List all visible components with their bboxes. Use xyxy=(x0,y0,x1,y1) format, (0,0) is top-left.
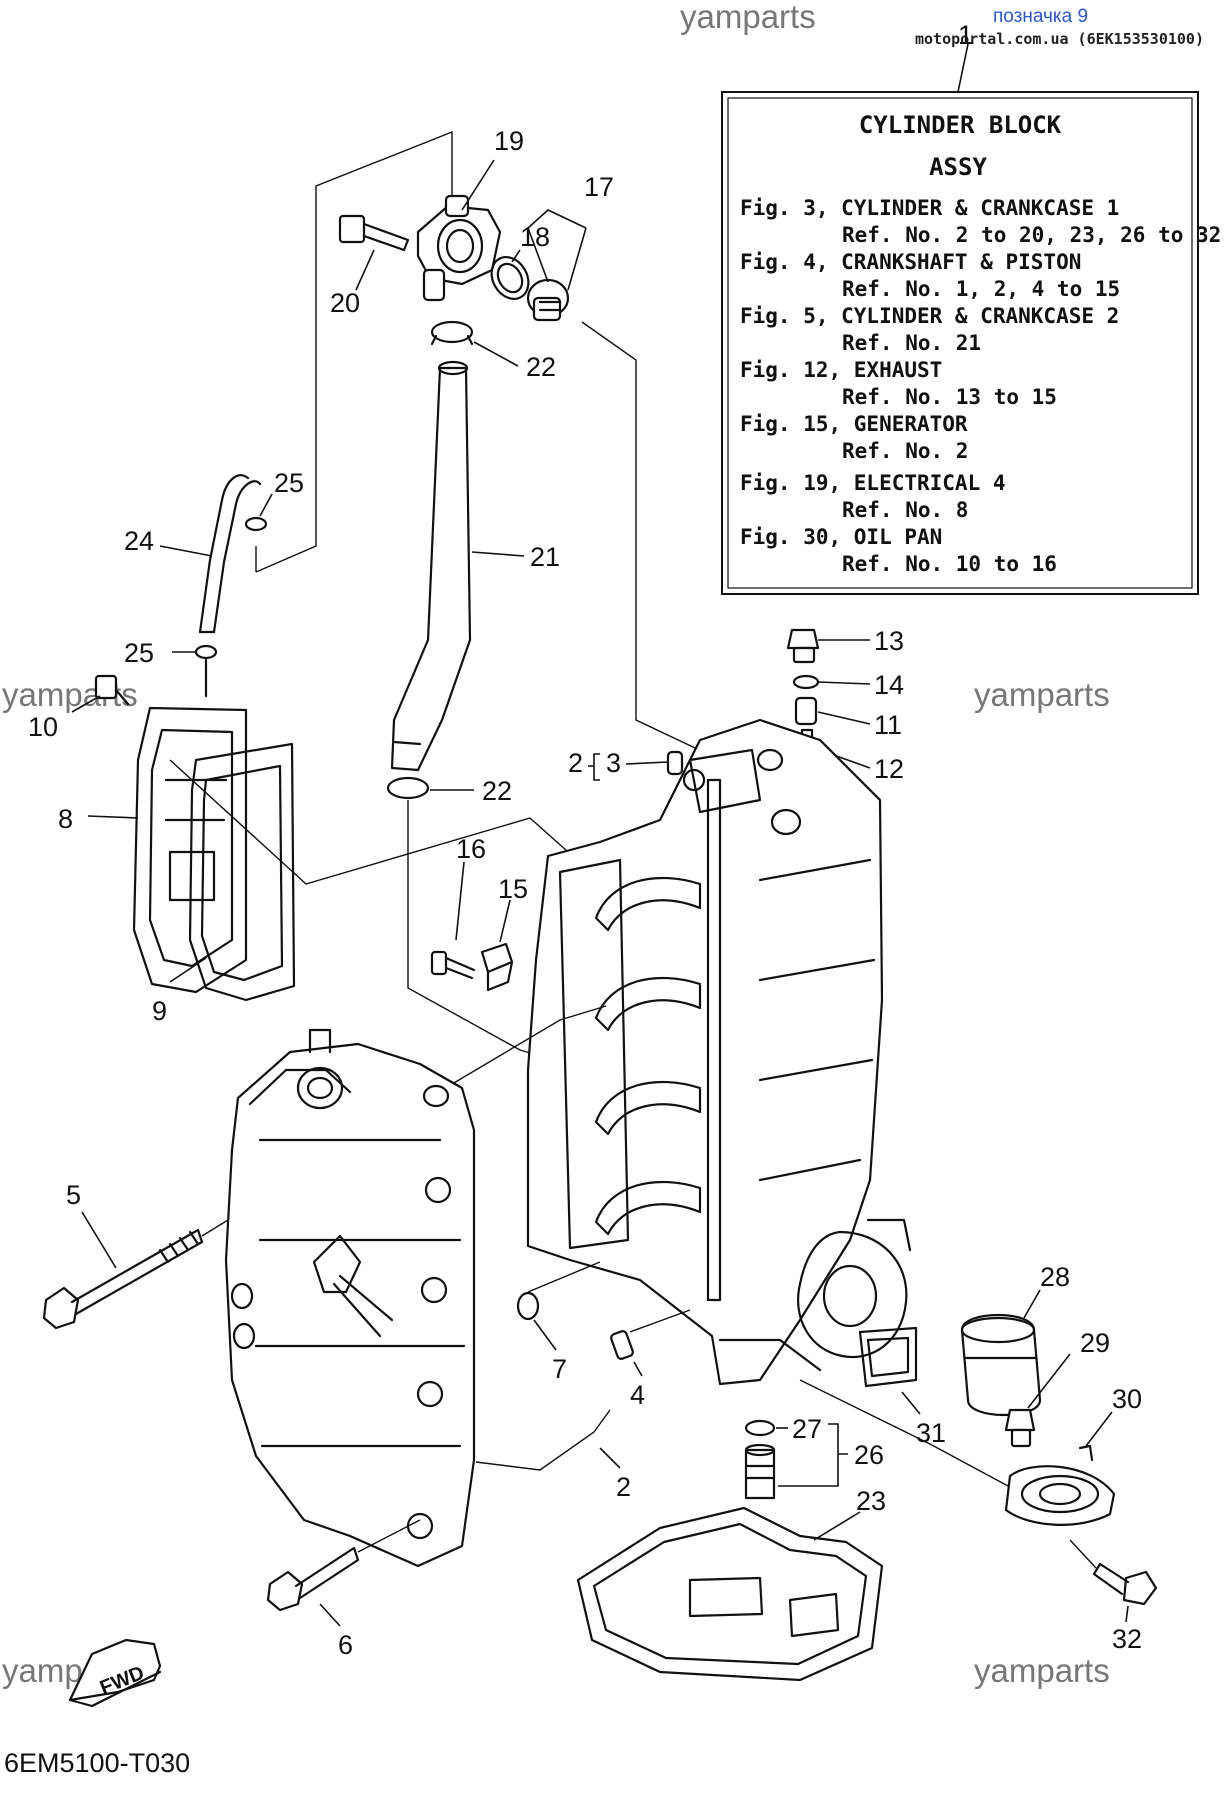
info-line-fig4: Fig. 4, CRANKSHAFT & PISTON xyxy=(740,250,1081,274)
marker-label: позначка 9 xyxy=(993,6,1088,27)
part-20-bolt xyxy=(338,214,410,252)
info-line-ref3: Ref. No. 2 to 20, 23, 26 to 32 xyxy=(842,223,1221,247)
part-25-upper-clip xyxy=(244,516,268,532)
part-28-oil-filter xyxy=(960,1314,1042,1416)
part-5-long-bolt xyxy=(42,1228,204,1330)
callout-4: 4 xyxy=(630,1380,645,1410)
callout-25-lower: 25 xyxy=(124,638,154,668)
part-32-bolt xyxy=(1092,1562,1158,1606)
part-21-water-hose xyxy=(390,360,472,772)
info-line-fig5: Fig. 5, CYLINDER & CRANKCASE 2 xyxy=(740,304,1119,328)
callout-25-upper: 25 xyxy=(274,468,304,498)
part-3-dowel xyxy=(666,750,684,776)
part-22-upper-clamp xyxy=(430,320,474,346)
info-line-fig3: Fig. 3, CYLINDER & CRANKCASE 1 xyxy=(740,196,1119,220)
callout-7: 7 xyxy=(552,1354,567,1384)
info-line-fig12: Fig. 12, EXHAUST xyxy=(740,358,942,382)
part-25-lower-clip xyxy=(194,644,218,698)
watermark-top: yamparts xyxy=(680,0,816,35)
part-17-thermostat xyxy=(526,278,570,322)
callout-17: 17 xyxy=(584,172,614,202)
info-line-ref5: Ref. No. 21 xyxy=(842,331,981,355)
callout-29: 29 xyxy=(1080,1328,1110,1358)
watermark-right: yamparts xyxy=(974,676,1110,713)
callout-14: 14 xyxy=(874,670,904,700)
callout-30: 30 xyxy=(1112,1384,1142,1414)
part-30-filter-bracket xyxy=(1004,1444,1116,1526)
info-line-fig19: Fig. 19, ELECTRICAL 4 xyxy=(740,471,1006,495)
info-line-ref4: Ref. No. 1, 2, 4 to 15 xyxy=(842,277,1120,301)
callout-5: 5 xyxy=(66,1180,81,1210)
callout-12: 12 xyxy=(874,754,904,784)
diagram-code: 6EM5100-T030 xyxy=(4,1748,190,1778)
callout-15: 15 xyxy=(498,874,528,904)
part-26-collar xyxy=(744,1443,776,1500)
assembly-line-upper xyxy=(255,130,453,573)
callout-31: 31 xyxy=(916,1418,946,1448)
callout-19: 19 xyxy=(494,126,524,156)
part-7-o-ring xyxy=(516,1291,540,1321)
part-29-fitting xyxy=(1004,1408,1036,1448)
callout-26: 26 xyxy=(854,1440,884,1470)
block-to-crankcase-line xyxy=(441,1005,607,1091)
callout-27: 27 xyxy=(792,1414,822,1444)
watermark-left: yamparts xyxy=(2,676,138,713)
info-line-ref12: Ref. No. 13 to 15 xyxy=(842,385,1057,409)
part-23-gasket xyxy=(576,1506,884,1682)
part-8-cover-plate xyxy=(132,706,248,994)
callout-24: 24 xyxy=(124,526,154,556)
part-24-oil-hose xyxy=(198,474,262,634)
callout-11: 11 xyxy=(874,710,902,740)
info-line-ref19: Ref. No. 8 xyxy=(842,498,968,522)
part-19-thermostat-cover xyxy=(416,194,502,302)
info-line-ref30: Ref. No. 10 to 16 xyxy=(842,552,1057,576)
part-crankcase-left xyxy=(224,1028,476,1568)
part-18-gasket xyxy=(490,256,530,300)
part-10-bolt xyxy=(94,674,130,706)
part-14-o-ring xyxy=(792,674,820,690)
part-2-cylinder-block xyxy=(526,718,912,1386)
fwd-arrow-icon: FWD xyxy=(68,1638,162,1708)
callout-21: 21 xyxy=(530,542,560,572)
callout-9: 9 xyxy=(152,996,167,1026)
callout-22-lower: 22 xyxy=(482,776,512,806)
part-31-gasket xyxy=(858,1326,918,1388)
info-box: CYLINDER BLOCK ASSY Fig. 3, CYLINDER & C… xyxy=(721,91,1221,595)
callout-13: 13 xyxy=(874,626,904,656)
thermostat-to-block-line xyxy=(581,321,713,757)
callout-22-upper: 22 xyxy=(526,352,556,382)
callout-28: 28 xyxy=(1040,1262,1070,1292)
callout-16: 16 xyxy=(456,834,486,864)
callout-6: 6 xyxy=(338,1630,353,1660)
part-4-dowel xyxy=(610,1330,634,1360)
part-16-bolt xyxy=(430,950,476,980)
part-13-plug xyxy=(786,628,820,664)
info-box-title-1: CYLINDER BLOCK xyxy=(859,111,1062,139)
callout-32: 32 xyxy=(1112,1624,1142,1654)
cover-to-block-line xyxy=(169,759,587,885)
info-line-fig15: Fig. 15, GENERATOR xyxy=(740,412,968,436)
info-line-ref15: Ref. No. 2 xyxy=(842,439,968,463)
watermark-bottom-right: yamparts xyxy=(974,1652,1110,1689)
part-6-bolt xyxy=(266,1546,360,1612)
part-27-o-ring xyxy=(744,1419,776,1437)
callout-23: 23 xyxy=(856,1486,886,1516)
callout-1: 1 xyxy=(958,20,973,50)
info-line-fig30: Fig. 30, OIL PAN xyxy=(740,525,942,549)
site-code: motoportal.com.ua (6EK153530100) xyxy=(915,30,1204,48)
callout-8: 8 xyxy=(58,804,73,834)
part-11-collar xyxy=(794,696,818,726)
callout-10: 10 xyxy=(28,712,58,742)
leader-1 xyxy=(957,43,969,93)
callout-2-lower: 2 xyxy=(616,1472,631,1502)
callout-3: 3 xyxy=(606,748,621,778)
part-22-lower-clamp xyxy=(386,776,430,800)
callout-20: 20 xyxy=(330,288,360,318)
info-box-title-2: ASSY xyxy=(929,153,987,181)
callout-2-upper: 2 xyxy=(568,748,583,778)
part-15-block xyxy=(480,942,514,992)
part-9-gasket xyxy=(188,742,296,1002)
